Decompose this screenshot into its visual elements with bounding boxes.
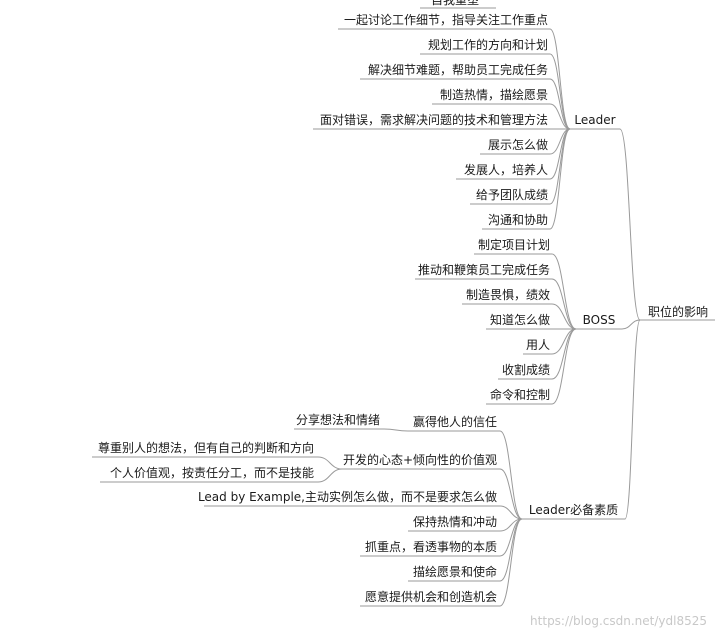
leader-item-edge	[549, 28, 571, 130]
leader-to-root-edge	[619, 128, 641, 321]
leader-item: 一起讨论工作细节，指导关注工作重点	[344, 12, 548, 27]
qualities-subitem: 分享想法和情绪	[296, 412, 380, 427]
leader-item: 沟通和协助	[488, 212, 548, 227]
leader-item-edge	[549, 103, 571, 130]
boss-item: 知道怎么做	[490, 312, 550, 327]
leader-branch-label: Leader	[574, 113, 615, 127]
boss-item-edge	[551, 328, 577, 405]
qualities-subitem-edge	[383, 428, 409, 432]
mind-map-labels: 职位的影响 自我重塑 Leader 一起讨论工作细节，指导关注工作重点规划工作的方向和…	[98, 0, 708, 604]
boss-item-edge	[551, 253, 577, 330]
leader-item: 面对错误，需求解决问题的技术和管理方法	[320, 112, 548, 127]
qualities-subitem-edge	[317, 468, 343, 483]
leader-item-edge	[549, 78, 571, 130]
boss-item: 制定项目计划	[478, 237, 550, 252]
qualities-subitem: 个人价值观，按责任分工，而不是技能	[110, 465, 314, 480]
leader-item: 规划工作的方向和计划	[428, 37, 548, 52]
qualities-to-root-edge	[624, 319, 641, 520]
qualities-item: 描绘愿景和使命	[413, 564, 497, 579]
boss-item-edge	[551, 278, 577, 330]
qualities-item: 保持热情和冲动	[413, 514, 497, 529]
qualities-subitem-edge	[317, 456, 343, 470]
leader-item: 给予团队成绩	[476, 187, 548, 202]
leader-item: 解决细节难题，帮助员工完成任务	[368, 62, 548, 77]
watermark: https://blog.csdn.net/ydl8525	[530, 614, 707, 628]
boss-item-edge	[551, 328, 577, 355]
boss-item-edge	[551, 328, 577, 380]
leader-item-edge	[549, 128, 571, 230]
qualities-item-edge	[499, 505, 523, 520]
boss-item-edge	[551, 303, 577, 330]
leader-item-edge	[549, 128, 571, 180]
boss-item: 推动和鞭策员工完成任务	[418, 262, 550, 277]
qualities-item-edge	[499, 468, 523, 520]
qualities-branch-label: Leader必备素质	[529, 503, 618, 517]
boss-item: 命令和控制	[490, 387, 550, 402]
qualities-item-edge	[499, 518, 523, 582]
boss-to-root-edge	[621, 319, 641, 330]
leader-item: 展示怎么做	[488, 137, 548, 152]
qualities-item: Lead by Example,主动实例怎么做，而不是要求怎么做	[198, 489, 497, 504]
qualities-item: 赢得他人的信任	[413, 414, 497, 429]
qualities-item-edge	[499, 430, 523, 520]
leader-item: 发展人，培养人	[464, 162, 548, 177]
boss-item: 收割成绩	[502, 362, 550, 377]
leader-item: 制造热情，描绘愿景	[440, 87, 548, 102]
qualities-item-edge	[499, 518, 523, 607]
mind-map-edges	[92, 7, 715, 607]
boss-branch-label: BOSS	[583, 313, 616, 327]
top-cutoff-node: 自我重塑	[431, 0, 479, 7]
boss-item: 用人	[526, 338, 550, 352]
qualities-subitem: 尊重别人的想法，但有自己的判断和方向	[98, 440, 314, 455]
qualities-item: 抓重点，看透事物的本质	[365, 539, 497, 554]
qualities-item: 开发的心态+倾向性的价值观	[343, 452, 497, 467]
root-node: 职位的影响	[648, 304, 708, 319]
qualities-item: 愿意提供机会和创造机会	[365, 589, 497, 604]
boss-item: 制造畏惧，绩效	[466, 287, 550, 302]
